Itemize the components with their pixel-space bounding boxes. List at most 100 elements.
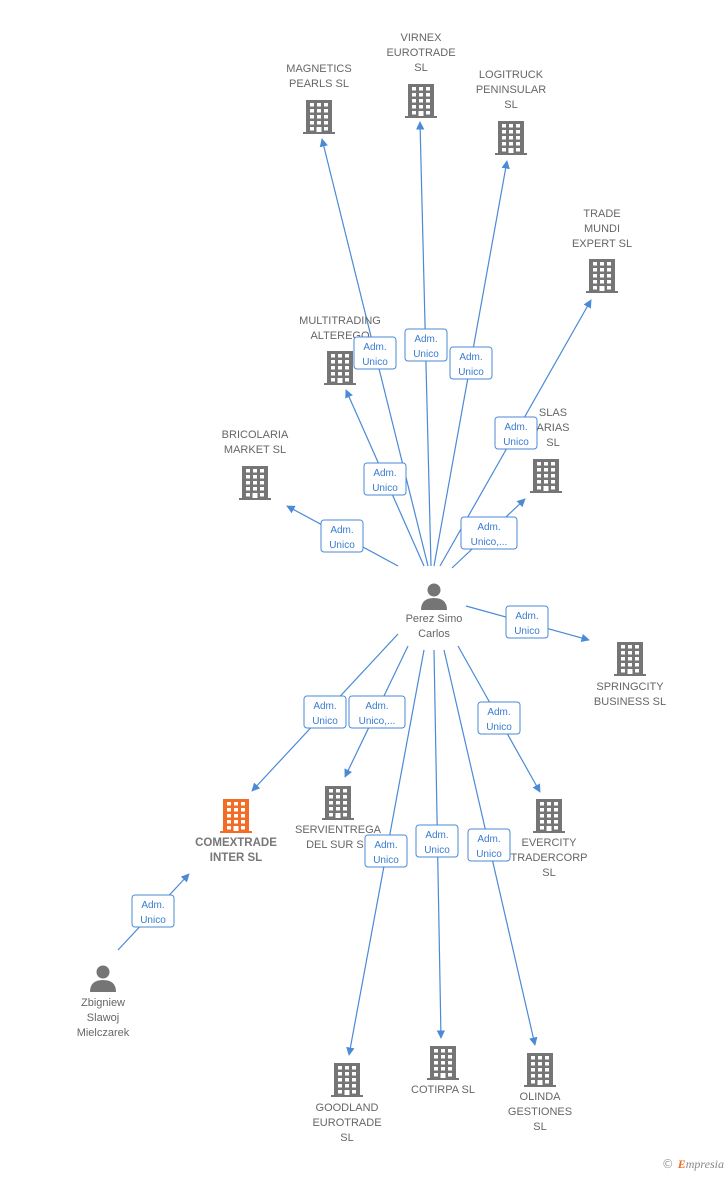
role-badge-text: Unico [140, 915, 166, 926]
building-icon[interactable] [427, 1046, 459, 1080]
role-badge[interactable]: Adm.Unico [320, 519, 364, 553]
role-badge[interactable]: Adm.Unico [404, 328, 448, 362]
node-label: SL [533, 1121, 546, 1133]
role-badge-box[interactable] [494, 416, 538, 450]
node-label: Mielczarek [77, 1027, 130, 1039]
node-label: COTIRPA SL [411, 1084, 475, 1096]
role-badge-box[interactable] [364, 834, 408, 868]
role-badge-box[interactable] [415, 824, 459, 858]
role-badge[interactable]: Adm.Unico [494, 416, 538, 450]
role-badge-text: Adm. [414, 334, 437, 345]
node-olinda[interactable]: OLINDA GESTIONES SL [508, 1053, 572, 1133]
role-badge[interactable]: Adm.Unico [364, 834, 408, 868]
role-badge[interactable]: Adm.Unico [467, 828, 511, 862]
role-badge[interactable]: Adm.Unico [415, 824, 459, 858]
role-badge[interactable]: Adm.Unico,... [348, 695, 406, 729]
node-label: Slawoj [87, 1012, 119, 1024]
nodes-layer: Perez SimoCarlosZbigniewSlawojMielczarek… [77, 32, 666, 1144]
node-label: EUROTRADE [386, 47, 455, 59]
node-label: BRICOLARIA [222, 429, 289, 441]
role-badge[interactable]: Adm.Unico [303, 695, 347, 729]
role-badge[interactable]: Adm.Unico [477, 701, 521, 735]
node-label: MARKET SL [224, 444, 286, 456]
role-badge[interactable]: Adm.Unico [353, 336, 397, 370]
building-icon[interactable] [530, 459, 562, 493]
role-badge-box[interactable] [303, 695, 347, 729]
building-icon[interactable] [331, 1063, 363, 1097]
node-label: TRADE [583, 208, 620, 220]
role-badge[interactable]: Adm.Unico [449, 346, 493, 380]
building-icon[interactable] [322, 786, 354, 820]
node-label: BUSINESS SL [594, 696, 666, 708]
building-icon[interactable] [303, 100, 335, 134]
role-badge-text: Unico [458, 367, 484, 378]
role-badge-box[interactable] [477, 701, 521, 735]
person-icon[interactable] [421, 583, 447, 611]
node-label: Zbigniew [81, 997, 125, 1009]
node-magnetics[interactable]: MAGNETICS PEARLS SL [286, 63, 352, 134]
role-badge-box[interactable] [353, 336, 397, 370]
node-label: Perez Simo [406, 613, 463, 625]
brand-name: mpresia [685, 1157, 724, 1171]
role-badge-box[interactable] [449, 346, 493, 380]
node-label: GESTIONES [508, 1106, 572, 1118]
role-badge-text: Adm. [313, 701, 336, 712]
role-badge[interactable]: Adm.Unico [131, 894, 175, 928]
node-label: PENINSULAR [476, 84, 546, 96]
building-icon[interactable] [324, 351, 356, 385]
node-cotirpa[interactable]: COTIRPA SL [411, 1046, 475, 1096]
building-icon[interactable] [239, 466, 271, 500]
role-badge-box[interactable] [404, 328, 448, 362]
node-label: SL [542, 867, 555, 879]
role-badge-box[interactable] [460, 516, 518, 550]
person-icon[interactable] [90, 965, 116, 993]
building-icon[interactable] [220, 799, 252, 833]
role-badge-text: Unico [362, 357, 388, 368]
node-label: MUNDI [584, 223, 620, 235]
role-badge-box[interactable] [320, 519, 364, 553]
role-badge[interactable]: Adm.Unico [505, 605, 549, 639]
node-label: MAGNETICS [286, 63, 351, 75]
role-badge-text: Adm. [365, 701, 388, 712]
building-icon[interactable] [524, 1053, 556, 1087]
role-badge-text: Adm. [425, 830, 448, 841]
building-icon[interactable] [495, 121, 527, 155]
building-icon[interactable] [405, 84, 437, 118]
node-label: DEL SUR SL [306, 839, 370, 851]
role-badge-box[interactable] [505, 605, 549, 639]
footer-brand[interactable]: ©Empresia [662, 1157, 724, 1172]
node-label: SL [504, 99, 517, 111]
node-label: OLINDA [520, 1091, 562, 1103]
role-badge[interactable]: Adm.Unico,... [460, 516, 518, 550]
node-label: PEARLS SL [289, 78, 349, 90]
node-label: Carlos [418, 628, 450, 640]
role-badge[interactable]: Adm.Unico [363, 462, 407, 496]
building-icon[interactable] [533, 799, 565, 833]
role-badge-box[interactable] [131, 894, 175, 928]
node-bricolaria[interactable]: BRICOLARIA MARKET SL [222, 429, 289, 500]
building-icon[interactable] [614, 642, 646, 676]
role-badge-box[interactable] [348, 695, 406, 729]
node-label: ARIAS [536, 422, 569, 434]
role-badge-text: Adm. [373, 468, 396, 479]
node-label: VIRNEX [401, 32, 443, 44]
role-badge-text: Unico [514, 626, 540, 637]
role-badge-box[interactable] [467, 828, 511, 862]
building-icon[interactable] [586, 259, 618, 293]
role-badge-box[interactable] [363, 462, 407, 496]
node-label: SL [546, 437, 559, 449]
